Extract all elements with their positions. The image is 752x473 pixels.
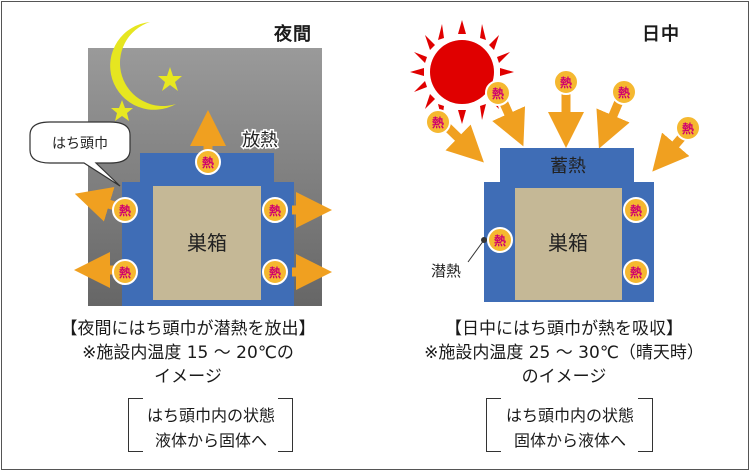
bracket-left [128,398,143,452]
caption-line: イメージ [154,367,222,387]
heat-badge [623,197,649,223]
leader-line [467,239,485,263]
heat-symbol: 熱 [119,203,131,218]
heat-symbol: 熱 [269,265,281,280]
release-label: 放熱 [242,130,278,151]
heat-symbol: 熱 [119,265,131,280]
day-scene: 熱 熱 熱 熱 熱 熱 熱 熱 潜熱 蓄熱 巣箱 [410,20,701,302]
heat-arrow [74,187,117,222]
heat-badge [112,259,138,285]
heat-badge [112,197,138,223]
heat-symbol: 熱 [269,203,281,218]
heat-badge [611,79,637,105]
state-line: はち頭巾内の状態 [146,406,275,425]
heat-badge [487,227,513,253]
heat-badge [195,149,221,175]
heat-badge [262,259,288,285]
heat-symbol: 熱 [492,86,504,101]
heat-badges: 熱 熱 熱 熱 熱 [112,149,288,285]
bracket-left [486,398,501,452]
heat-badge [675,115,701,141]
caption-line: 【日中にはち頭巾が熱を吸収】 [445,319,683,339]
heat-symbol: 熱 [618,85,630,100]
caption-line: のイメージ [521,367,607,387]
panel-title: 夜間 [274,24,312,45]
heat-symbol: 熱 [494,233,506,248]
caption-line: 【夜間にはち頭巾が潜熱を放出】 [60,319,316,339]
moon-icon [110,22,176,110]
night-panel: 熱 熱 熱 熱 熱 はち頭巾 放熱 巣箱 夜間 【夜間にはち頭巾が潜熱を放出】 … [29,22,332,452]
bubble-label: はち頭巾 [52,136,108,152]
heat-symbol: 熱 [432,115,444,130]
heat-badge [262,197,288,223]
caption-line: ※施設内温度 25 〜 30℃（晴天時） [424,343,704,363]
star-icon [158,67,182,91]
heat-symbol: 熱 [202,155,214,170]
day-panel: 熱 熱 熱 熱 熱 熱 熱 熱 潜熱 蓄熱 巣箱 日中 【日中にはち頭巾が熱を吸… [376,0,752,473]
heat-badge [485,80,511,106]
star-icon [111,100,133,121]
sun-icon [410,20,514,124]
state-line: 液体から固体へ [154,431,267,450]
state-line: 固体から液体へ [513,431,626,450]
latent-heat-label: 潜熱 [431,262,461,280]
store-label: 蓄熱 [550,156,586,177]
state-line: はち頭巾内の状態 [505,406,634,425]
heat-badges: 熱 熱 熱 熱 熱 熱 熱 熱 [425,69,701,285]
hood-callout: はち頭巾 [29,121,131,187]
panel-title: 日中 [642,24,680,45]
night-scene: 熱 熱 熱 熱 熱 はち頭巾 放熱 巣箱 [29,22,332,306]
caption-line: ※施設内温度 15 〜 20℃の [82,343,294,363]
heat-badge [425,109,451,135]
heat-symbol: 熱 [560,75,572,90]
hive-label: 巣箱 [187,231,227,255]
heat-symbol: 熱 [630,265,642,280]
hive-box [515,188,622,300]
heat-badge [623,259,649,285]
heat-symbol: 熱 [682,121,694,136]
heat-symbol: 熱 [630,203,642,218]
bracket-right [278,398,293,452]
hive-label: 巣箱 [548,231,588,255]
hive-box [153,186,261,300]
bracket-right [638,398,653,452]
heat-badge [553,69,579,95]
